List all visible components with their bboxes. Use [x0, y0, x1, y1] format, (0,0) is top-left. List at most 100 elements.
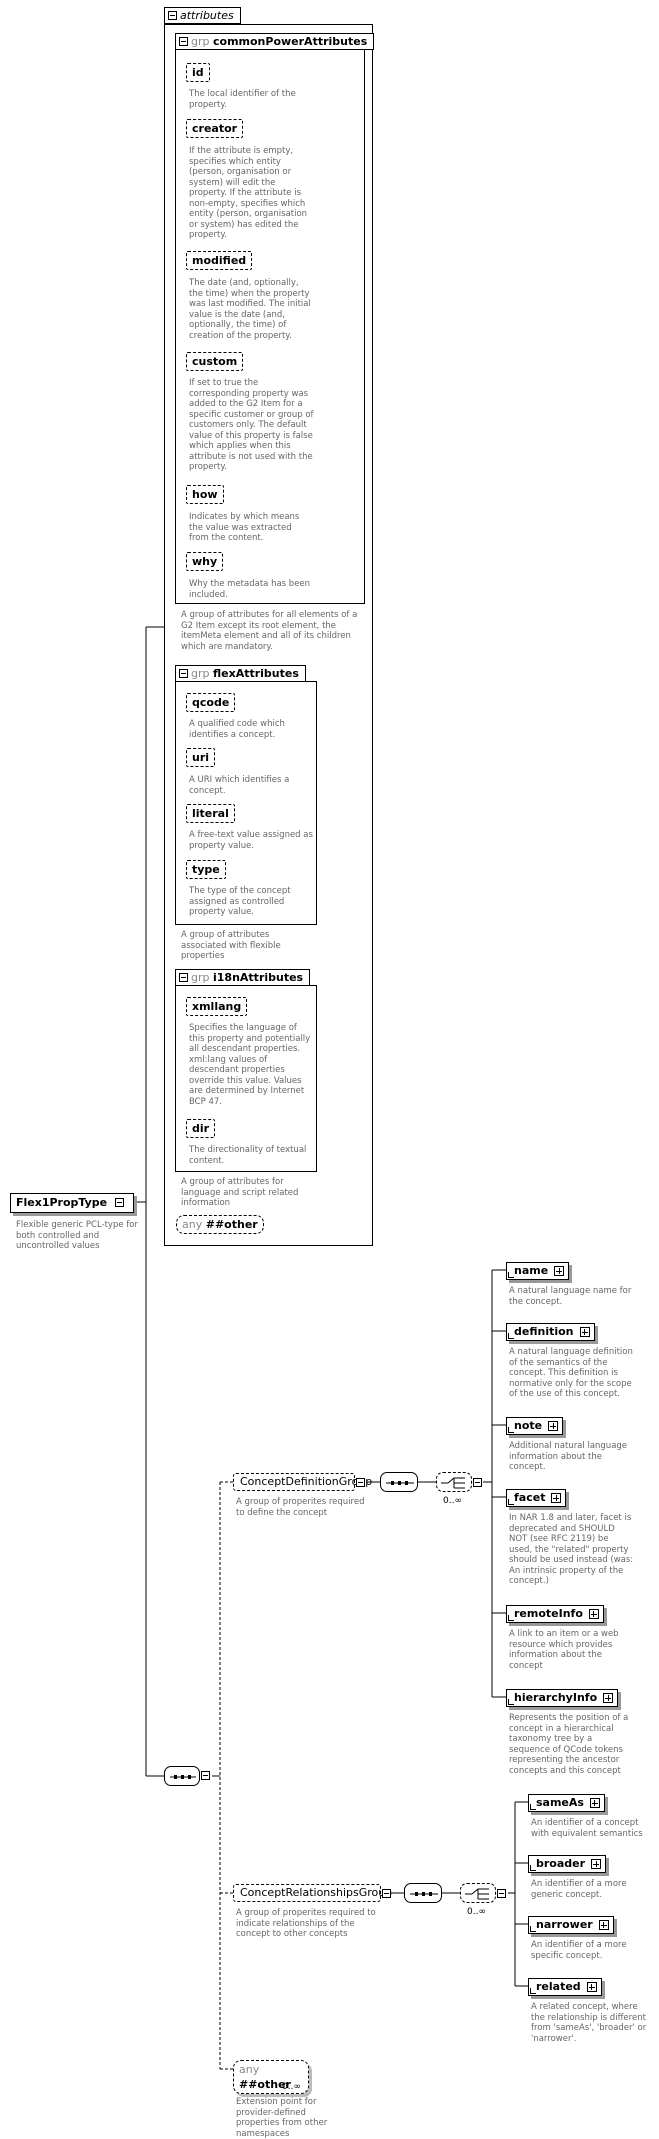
definition-choice-compositor[interactable]	[436, 1472, 472, 1492]
definition-sequence-compositor[interactable]	[380, 1472, 418, 1492]
collapse-icon[interactable]	[473, 1478, 482, 1487]
attribute-modified-doc: The date (and, optionally, the time) whe…	[189, 278, 311, 341]
sequence-compositor[interactable]	[164, 1766, 200, 1786]
element-same-as-doc: An identifier of a concept with equivale…	[531, 1818, 643, 1839]
sequence-icon	[170, 1775, 196, 1779]
expand-icon[interactable]	[588, 1609, 599, 1619]
element-name[interactable]: name	[506, 1262, 570, 1280]
concept-relationships-group-doc: A group of properites required to indica…	[236, 1908, 376, 1939]
attributes-header[interactable]: attributes	[164, 7, 241, 24]
collapse-icon[interactable]	[179, 973, 188, 982]
grp-label: grp	[191, 971, 210, 984]
sequence-icon	[410, 1892, 438, 1896]
attribute-xmllang[interactable]: xmllang	[186, 997, 248, 1016]
attribute-uri-doc: A URI which identifies a concept.	[189, 775, 290, 796]
relationships-occurs: 0..∞	[467, 1907, 486, 1917]
expand-icon[interactable]	[548, 1421, 559, 1431]
element-same-as[interactable]: sameAs	[528, 1794, 605, 1812]
element-hierarchy-info[interactable]: hierarchyInfo	[506, 1689, 619, 1707]
flex-attributes-header[interactable]: grp flexAttributes	[175, 665, 306, 682]
element-remote-info-doc: A link to an item or a web resource whic…	[509, 1629, 619, 1671]
collapse-icon[interactable]	[382, 1889, 391, 1898]
choice-icon	[441, 1477, 465, 1489]
element-definition[interactable]: definition	[506, 1323, 595, 1341]
common-power-attributes-group	[175, 49, 365, 604]
expand-icon[interactable]	[591, 1859, 602, 1869]
root-doc: Flexible generic PCL-type for both contr…	[16, 1220, 138, 1251]
concept-definition-group-doc: A group of properites required to define…	[236, 1497, 365, 1518]
element-narrower[interactable]: narrower	[528, 1916, 614, 1934]
definition-occurs: 0..∞	[443, 1496, 462, 1506]
collapse-icon[interactable]	[168, 11, 177, 20]
element-note-doc: Additional natural language information …	[509, 1441, 628, 1472]
expand-icon[interactable]	[589, 1798, 600, 1808]
root-name: Flex1PropType	[16, 1196, 108, 1209]
attribute-why[interactable]: why	[186, 552, 224, 571]
attribute-dir[interactable]: dir	[186, 1119, 216, 1138]
grp-label: grp	[191, 35, 210, 48]
collapse-icon[interactable]	[115, 1198, 124, 1207]
any-prefix: any	[239, 2063, 260, 2076]
group-title: flexAttributes	[213, 667, 299, 680]
concept-relationships-group[interactable]: ConceptRelationshipsGroup	[233, 1884, 392, 1902]
attribute-custom[interactable]: custom	[186, 352, 244, 371]
element-facet[interactable]: facet	[506, 1489, 567, 1507]
choice-icon	[465, 1888, 489, 1900]
element-broader[interactable]: broader	[528, 1855, 607, 1873]
any-other-doc: Extension point for provider-defined pro…	[236, 2097, 328, 2139]
i18n-attributes-group	[175, 985, 317, 1172]
collapse-icon[interactable]	[201, 1771, 210, 1780]
collapse-icon[interactable]	[356, 1478, 365, 1487]
collapse-icon[interactable]	[179, 669, 188, 678]
common-power-attributes-header[interactable]: grp commonPowerAttributes	[175, 33, 375, 50]
attribute-why-doc: Why the metadata has been included.	[189, 579, 311, 600]
attribute-type[interactable]: type	[186, 860, 226, 879]
attribute-id[interactable]: id	[186, 63, 210, 82]
expand-icon[interactable]	[598, 1920, 609, 1930]
flex-attributes-group	[175, 681, 317, 925]
attribute-literal[interactable]: literal	[186, 804, 235, 823]
collapse-icon[interactable]	[179, 37, 188, 46]
attribute-dir-doc: The directionality of textual content.	[189, 1145, 307, 1166]
relationships-sequence-compositor[interactable]	[404, 1883, 442, 1903]
attribute-modified[interactable]: modified	[186, 251, 253, 270]
attribute-type-doc: The type of the concept assigned as cont…	[189, 886, 291, 917]
any-other-occurs: 0..∞	[282, 2082, 301, 2092]
attribute-creator-doc: If the attribute is empty, specifies whi…	[189, 146, 308, 240]
root-element[interactable]: Flex1PropType	[10, 1193, 134, 1213]
expand-icon[interactable]	[579, 1327, 590, 1337]
element-broader-doc: An identifier of a more generic concept.	[531, 1879, 627, 1900]
element-related[interactable]: related	[528, 1978, 602, 1996]
attribute-qcode[interactable]: qcode	[186, 693, 236, 712]
attribute-uri[interactable]: uri	[186, 748, 216, 767]
element-facet-doc: In NAR 1.8 and later, facet is deprecate…	[509, 1513, 634, 1586]
group-name: ConceptDefinitionGroup	[240, 1475, 373, 1488]
attribute-id-doc: The local identifier of the property.	[189, 89, 296, 110]
relationships-choice-compositor[interactable]	[460, 1883, 496, 1903]
element-remote-info[interactable]: remoteInfo	[506, 1605, 604, 1623]
element-definition-doc: A natural language definition of the sem…	[509, 1347, 633, 1399]
element-note[interactable]: note	[506, 1417, 564, 1435]
attribute-custom-doc: If set to true the corresponding propert…	[189, 378, 314, 472]
i18n-attributes-doc: A group of attributes for language and s…	[181, 1177, 299, 1208]
attribute-how[interactable]: how	[186, 485, 224, 504]
element-hierarchy-info-doc: Represents the position of a concept in …	[509, 1713, 629, 1776]
any-other-element[interactable]: any ##other	[233, 2060, 309, 2094]
any-other-attribute[interactable]: any ##other	[176, 1215, 264, 1234]
expand-icon[interactable]	[554, 1266, 565, 1276]
i18n-attributes-header[interactable]: grp i18nAttributes	[175, 969, 311, 986]
collapse-icon[interactable]	[497, 1889, 506, 1898]
flex-attributes-doc: A group of attributes associated with fl…	[181, 930, 281, 961]
attribute-xmllang-doc: Specifies the language of this property …	[189, 1023, 311, 1107]
expand-icon[interactable]	[551, 1493, 562, 1503]
expand-icon[interactable]	[586, 1982, 597, 1992]
attributes-title: attributes	[180, 9, 234, 22]
element-name-doc: A natural language name for the concept.	[509, 1286, 632, 1307]
group-name: ConceptRelationshipsGroup	[240, 1886, 393, 1899]
concept-definition-group[interactable]: ConceptDefinitionGroup	[233, 1473, 372, 1491]
expand-icon[interactable]	[603, 1693, 614, 1703]
any-label: ##other	[205, 1218, 258, 1231]
element-narrower-doc: An identifier of a more specific concept…	[531, 1940, 627, 1961]
attribute-creator[interactable]: creator	[186, 119, 244, 138]
element-related-doc: A related concept, where the relationshi…	[531, 2002, 647, 2044]
